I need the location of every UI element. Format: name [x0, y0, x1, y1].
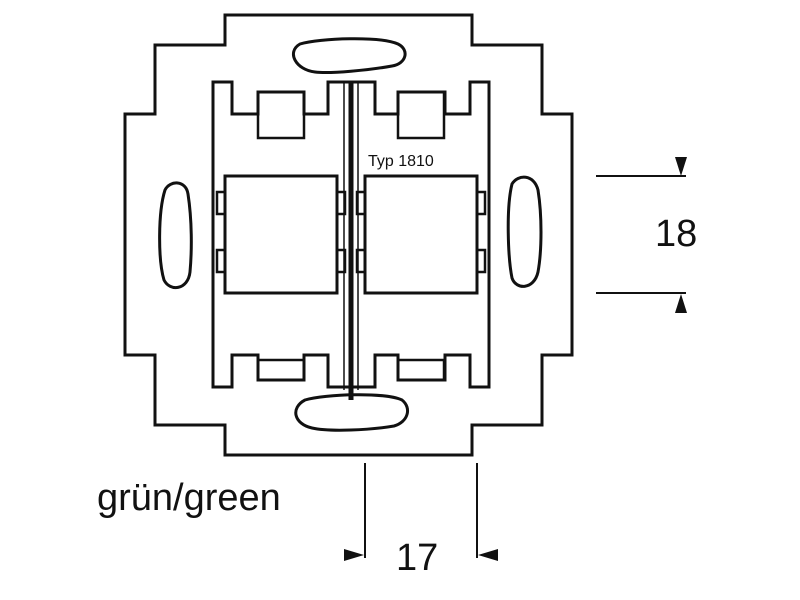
screw-slot-bottom	[294, 393, 410, 432]
dimension-arrow-17-left	[344, 549, 364, 561]
dimension-arrow-18-top	[675, 157, 687, 176]
screw-slot-right	[506, 175, 543, 288]
latch-left-outer-top	[215, 190, 227, 216]
latch-right-outer-top	[475, 190, 487, 216]
top-tab-right	[396, 90, 446, 140]
bottom-tab-left	[256, 358, 306, 382]
top-tab-left	[256, 90, 306, 140]
latch-left-inner-top	[335, 190, 347, 216]
latch-right-outer-bottom	[475, 248, 487, 274]
latch-left-outer-bottom	[215, 248, 227, 274]
dimension-arrow-17-right	[478, 549, 498, 561]
latch-left-inner-bottom	[335, 248, 347, 274]
dimension-value-18: 18	[655, 213, 697, 255]
color-label: grün/green	[97, 477, 281, 519]
screw-slot-top	[292, 37, 407, 75]
bottom-tab-right	[396, 358, 446, 382]
model-label: Typ 1810	[368, 153, 434, 170]
dimension-value-17: 17	[396, 537, 438, 579]
latch-right-inner-top	[355, 190, 367, 216]
jack-module-right	[363, 174, 479, 295]
jack-module-left	[223, 174, 339, 295]
outer-frame	[123, 13, 574, 457]
dimension-arrow-18-bottom	[675, 294, 687, 313]
screw-slot-left	[158, 181, 193, 289]
latch-right-inner-bottom	[355, 248, 367, 274]
